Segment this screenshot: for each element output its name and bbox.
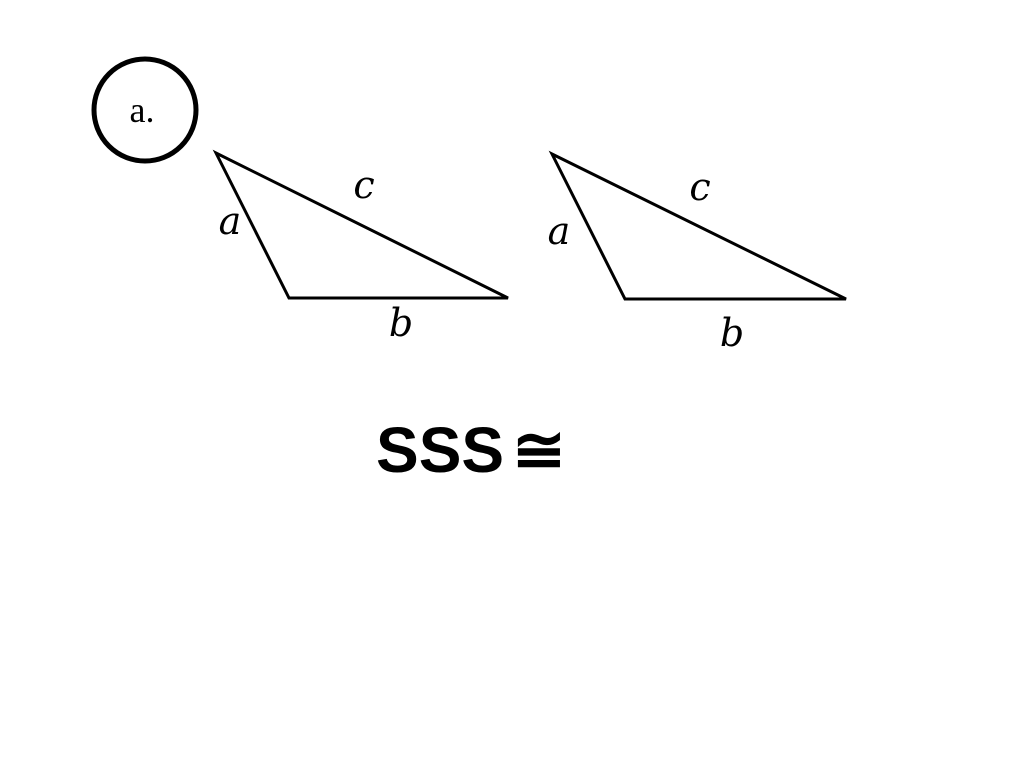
congruence-symbol: ≅ — [512, 414, 566, 486]
triangle-1-side-a-label: a — [219, 199, 242, 243]
item-circle — [91, 56, 199, 164]
postulate-label: SSS — [376, 414, 505, 486]
congruence-conclusion: SSS≅ — [376, 418, 566, 482]
triangle-1-outline — [212, 149, 509, 300]
triangle-1: a c b — [212, 149, 509, 345]
triangle-1-side-b-label: b — [389, 301, 413, 345]
item-marker: a. — [91, 56, 199, 164]
triangle-2-outline — [548, 150, 847, 301]
triangle-2: a c b — [548, 150, 847, 355]
triangle-2-side-a-label: a — [548, 209, 571, 253]
item-label: a. — [130, 90, 155, 130]
triangle-1-side-c-label: c — [353, 163, 374, 207]
triangle-2-side-b-label: b — [720, 311, 744, 355]
triangle-2-side-c-label: c — [689, 165, 710, 209]
